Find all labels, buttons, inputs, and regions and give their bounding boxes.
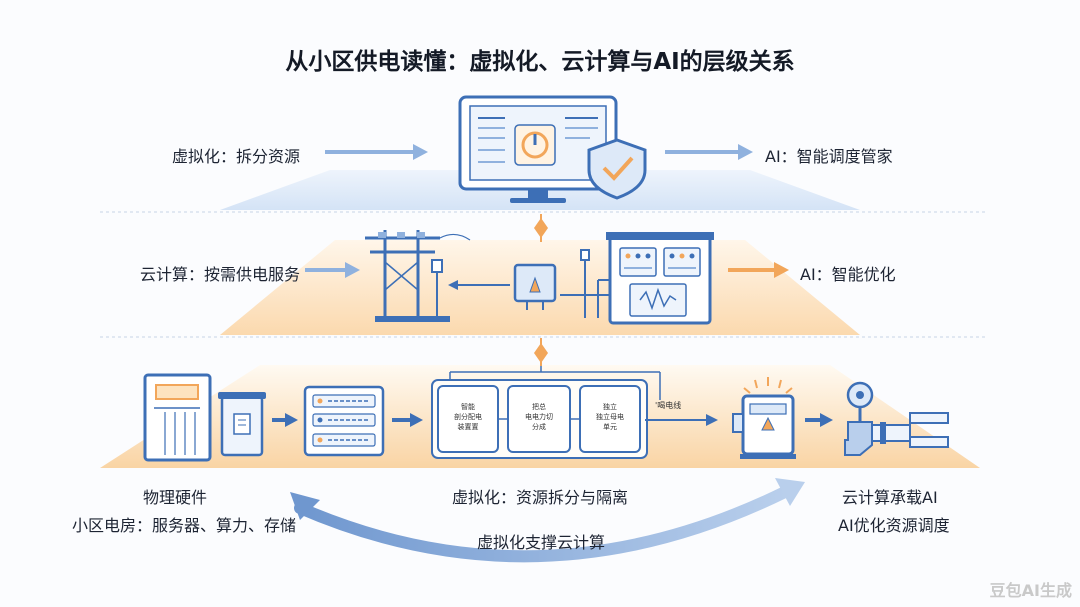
page-title: 从小区供电读懂：虚拟化、云计算与AI的层级关系 xyxy=(285,49,795,75)
utility-pole-icon xyxy=(365,230,471,322)
wires-to-cabinet xyxy=(560,249,612,318)
shield-check-icon xyxy=(587,138,647,200)
switch-unit-icon xyxy=(303,385,385,457)
pipe-valve-icon xyxy=(844,381,949,456)
connector-top-middle xyxy=(534,214,548,242)
label-ai-optimize: AI：智能优化 xyxy=(800,265,896,284)
vm-box-1-text: 智能剖分配电装置置 xyxy=(454,403,482,431)
vm-box-2-text: 把总电电力切分成 xyxy=(525,403,553,431)
arrow-bottom-3 xyxy=(645,414,718,426)
caption-virtualization-isolation: 虚拟化：资源拆分与隔离 xyxy=(452,488,629,507)
virtualization-frame xyxy=(431,366,661,459)
caption-cloud-hosts-ai: 云计算承载AI xyxy=(842,488,938,507)
power-cabinet-icon xyxy=(606,232,714,325)
arrow-bottom-2 xyxy=(392,413,423,427)
arrow-top-right xyxy=(665,144,753,160)
caption-substation: 小区电房：服务器、算力、存储 xyxy=(72,516,297,535)
cycle-arrow xyxy=(290,478,805,563)
connector-middle-bottom xyxy=(534,338,548,366)
arrow-middle-left xyxy=(305,262,360,278)
arrow-bottom-4 xyxy=(805,413,833,427)
watermark: 豆包AI生成 xyxy=(989,581,1072,600)
label-ai-scheduler: AI：智能调度管家 xyxy=(765,147,893,166)
vm-box-3-text: 独立独立母电单元 xyxy=(596,403,624,431)
arrow-middle-right xyxy=(728,262,789,278)
monitor-icon xyxy=(458,95,618,203)
wire-note: '喝电线 xyxy=(655,401,682,410)
label-virtualization-split: 虚拟化：拆分资源 xyxy=(172,147,301,166)
storage-unit-icon xyxy=(218,392,266,457)
arrow-top-left xyxy=(325,144,428,160)
arrow-bottom-1 xyxy=(272,413,298,427)
label-cloud-on-demand: 云计算：按需供电服务 xyxy=(140,265,301,284)
caption-virtualization-supports-cloud: 虚拟化支撑云计算 xyxy=(477,533,606,552)
server-rack-icon xyxy=(143,373,212,462)
caption-physical-hardware: 物理硬件 xyxy=(143,488,208,507)
caption-ai-resource-scheduling: AI优化资源调度 xyxy=(838,516,950,535)
arrow-to-pole xyxy=(448,280,510,290)
meter-box-icon xyxy=(513,263,557,310)
smart-meter-icon xyxy=(732,377,796,459)
